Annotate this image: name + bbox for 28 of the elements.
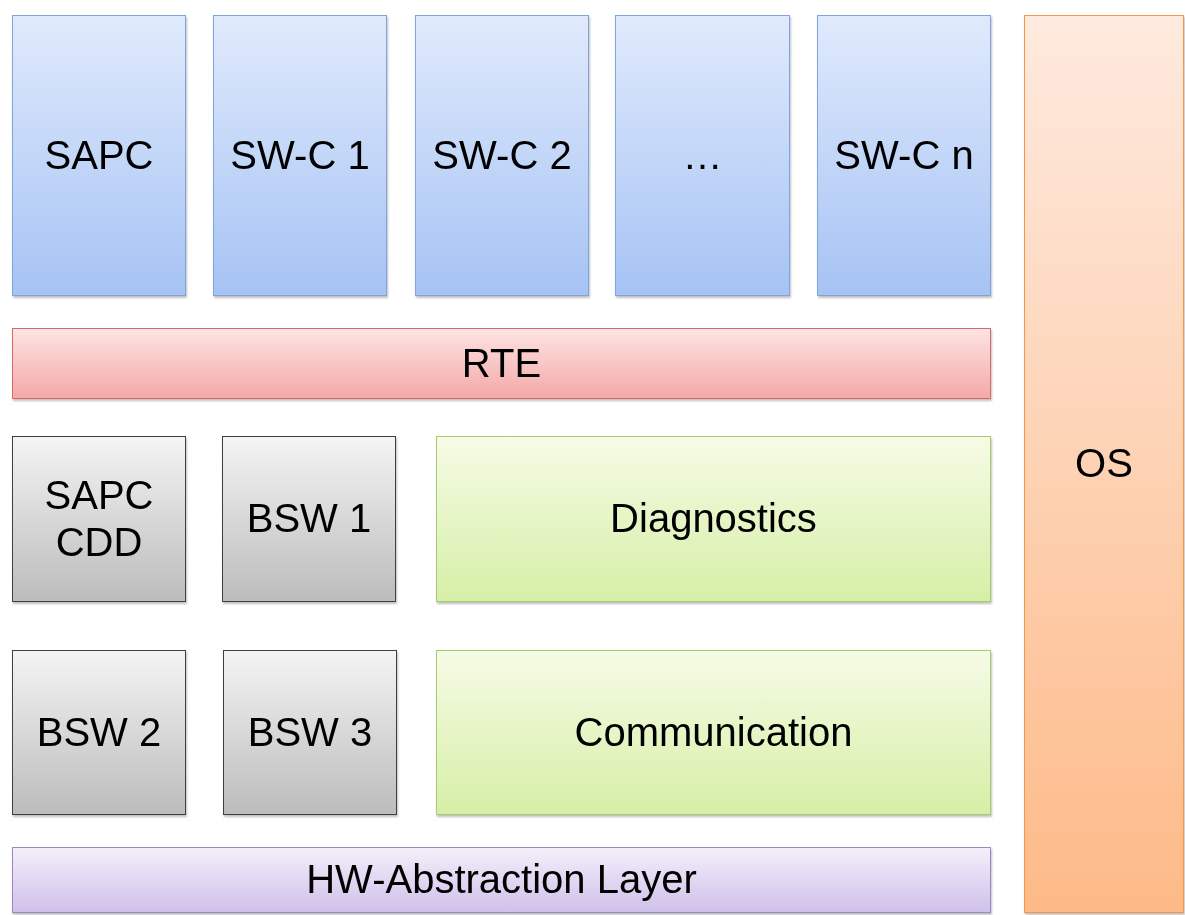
layer-label: SW-C 2 bbox=[432, 131, 572, 179]
layer-label: BSW 2 bbox=[36, 708, 162, 756]
layer-label: BSW 1 bbox=[246, 495, 372, 543]
layer-box bbox=[12, 650, 186, 815]
layer-label: Communication bbox=[574, 708, 853, 756]
layer-box bbox=[223, 650, 397, 815]
layer-label: SW-C n bbox=[834, 131, 974, 179]
layer-box bbox=[12, 15, 186, 296]
layer-box bbox=[436, 650, 991, 815]
layer-box bbox=[12, 328, 991, 399]
layer-box bbox=[436, 436, 991, 602]
layer-label: OS bbox=[1075, 440, 1133, 488]
layer-box bbox=[12, 436, 186, 602]
layer-box bbox=[222, 436, 396, 602]
layer-box bbox=[213, 15, 387, 296]
layer-label: Diagnostics bbox=[610, 495, 817, 543]
layer-box bbox=[817, 15, 991, 296]
layer-label: SW-C 1 bbox=[230, 131, 370, 179]
layer-label: RTE bbox=[461, 339, 542, 387]
layer-box bbox=[1024, 15, 1184, 913]
layer-label: SAPC CDD bbox=[43, 471, 155, 566]
layer-box bbox=[415, 15, 589, 296]
layer-label: … bbox=[682, 131, 723, 179]
layer-label: SAPC bbox=[44, 131, 154, 179]
layer-label: HW-Abstraction Layer bbox=[306, 856, 697, 904]
layer-box bbox=[12, 847, 991, 913]
layer-label: BSW 3 bbox=[247, 708, 373, 756]
layer-box bbox=[615, 15, 790, 296]
